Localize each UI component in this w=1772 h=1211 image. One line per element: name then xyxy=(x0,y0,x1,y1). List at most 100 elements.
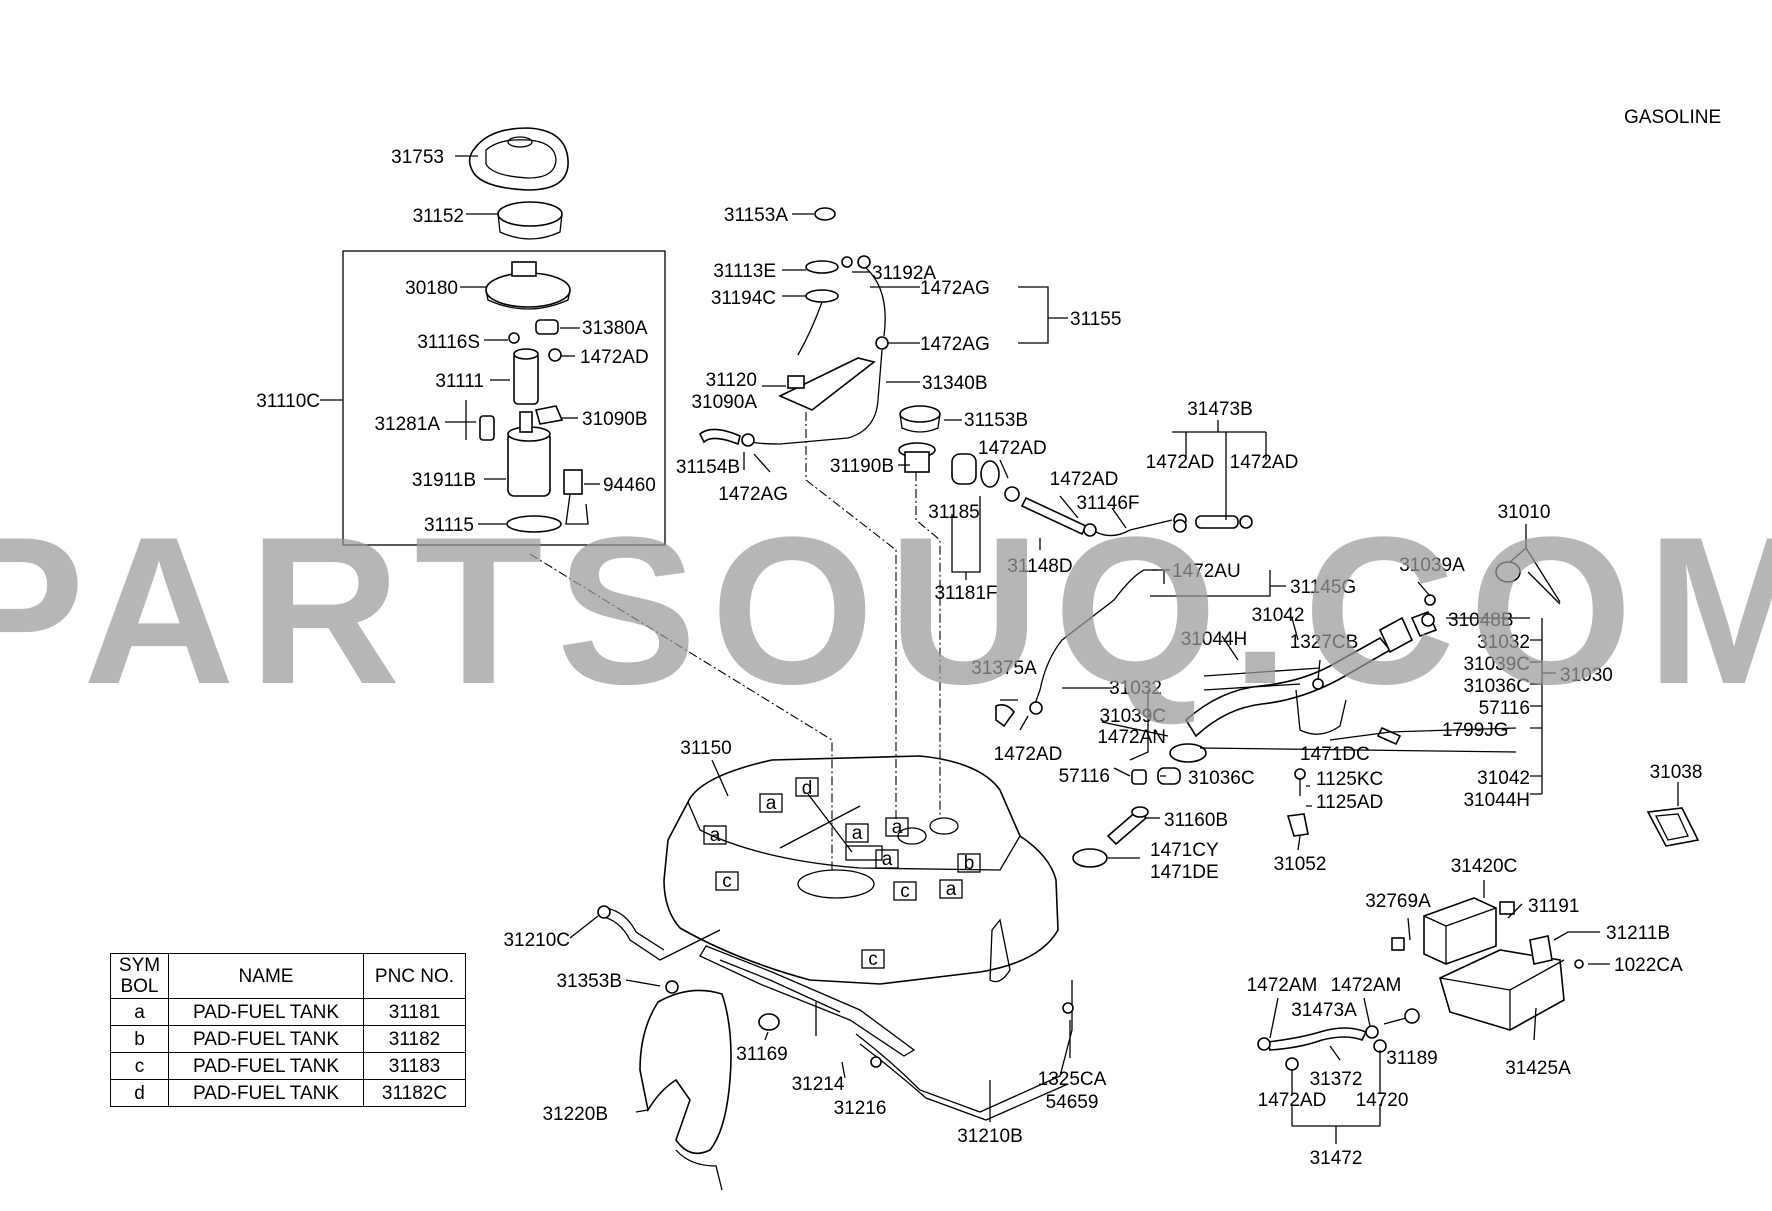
label-31169: 31169 xyxy=(736,1044,787,1065)
label-31010: 31010 xyxy=(1498,502,1551,523)
label-31190B: 31190B xyxy=(830,456,894,477)
legend-header-row: SYM BOL NAME PNC NO. xyxy=(110,953,466,999)
legend-name: PAD-FUEL TANK xyxy=(168,1079,364,1107)
pad-label-a: a xyxy=(710,825,721,846)
part-31150-fuel-tank xyxy=(663,755,1059,985)
legend-header-name: NAME xyxy=(168,953,364,999)
label-31340B: 31340B xyxy=(922,373,988,394)
part-31145G-vent-line xyxy=(1031,569,1158,713)
legend-header-pnc: PNC NO. xyxy=(363,953,466,999)
label-31116S: 31116S xyxy=(417,332,480,353)
part-57116-31036C xyxy=(1131,767,1181,785)
label-31191: 31191 xyxy=(1528,896,1579,917)
label-31911B: 31911B xyxy=(412,470,476,491)
label-31030: 31030 xyxy=(1560,665,1613,686)
part-31148D-31146F-hoses xyxy=(1020,496,1187,537)
part-31111-fuel-pump xyxy=(513,348,562,405)
label-31039C: 31039C xyxy=(1099,706,1166,727)
label-1799JG: 1799JG xyxy=(1442,720,1509,741)
label-31375A: 31375A xyxy=(971,658,1037,679)
part-31010-fuel-cap xyxy=(1495,561,1561,605)
part-31753-gasket xyxy=(468,127,569,191)
legend-name: PAD-FUEL TANK xyxy=(168,1025,364,1053)
label-31380A: 31380A xyxy=(582,318,648,339)
legend-header-symbol: SYM BOL xyxy=(110,953,169,999)
label-31281A: 31281A xyxy=(374,414,440,435)
label-31189: 31189 xyxy=(1386,1048,1437,1069)
label-31048B: 31048B xyxy=(1448,610,1514,631)
label-31185: 31185 xyxy=(928,502,979,523)
label-32769A: 32769A xyxy=(1365,891,1431,912)
pad-label-b: b xyxy=(964,853,975,874)
label-31153A: 31153A xyxy=(724,205,788,226)
title-label: GASOLINE xyxy=(1624,107,1721,128)
label-31115: 31115 xyxy=(424,515,474,536)
part-31353B-clip xyxy=(665,980,679,994)
legend-pnc: 31182 xyxy=(363,1025,466,1053)
label-54659: 54659 xyxy=(1046,1092,1099,1113)
label-31044H: 31044H xyxy=(1181,629,1248,650)
part-1125KC-31052 xyxy=(1286,768,1309,837)
watermark: PARTSOUQ.COM xyxy=(0,493,1772,728)
pad-label-a: a xyxy=(766,793,777,814)
label-1472AG: 1472AG xyxy=(920,278,990,299)
pad-label-a: a xyxy=(852,823,863,844)
label-31160B: 31160B xyxy=(1164,810,1228,831)
label-94460: 94460 xyxy=(603,475,656,496)
label-31181F: 31181F xyxy=(934,583,997,604)
part-31473A-31372-hoses xyxy=(1257,1025,1387,1071)
label-31472: 31472 xyxy=(1310,1148,1363,1169)
part-31425A-bracket xyxy=(1439,935,1565,1031)
pad-label-a: a xyxy=(892,817,903,838)
label-31145G: 31145G xyxy=(1290,577,1356,598)
label-1472AD: 1472AD xyxy=(1258,1090,1327,1111)
label-31210B: 31210B xyxy=(957,1126,1023,1147)
label-31210C: 31210C xyxy=(503,930,570,951)
pad-label-c: c xyxy=(900,881,910,902)
part-31153B-31190B xyxy=(898,405,941,473)
label-31111: 31111 xyxy=(435,371,484,392)
label-31044H: 31044H xyxy=(1463,790,1530,811)
legend-symbol: a xyxy=(110,998,169,1026)
part-31115-o-ring xyxy=(506,515,562,533)
pad-label-c: c xyxy=(868,949,878,970)
legend-table: SYM BOL NAME PNC NO. a PAD-FUEL TANK 311… xyxy=(110,953,466,1107)
label-1472AD: 1472AD xyxy=(994,744,1063,765)
label-1472AN: 1472AN xyxy=(1097,727,1166,748)
label-31473A: 31473A xyxy=(1291,1000,1357,1021)
label-31425A: 31425A xyxy=(1505,1058,1571,1079)
label-31420C: 31420C xyxy=(1451,856,1518,877)
part-31473B-hose xyxy=(1173,515,1253,533)
leader-lines xyxy=(320,155,1679,1144)
part-31152-lock-ring xyxy=(497,201,563,240)
part-31113E-valve xyxy=(797,256,853,356)
label-1125AD: 1125AD xyxy=(1316,792,1383,813)
label-31372: 31372 xyxy=(1310,1069,1363,1090)
label-1327CB: 1327CB xyxy=(1290,632,1359,653)
legend-pnc: 31183 xyxy=(363,1052,466,1080)
part-31189-clamp xyxy=(1404,1008,1420,1024)
part-1325CA-bolt xyxy=(1062,1002,1074,1014)
label-31473B: 31473B xyxy=(1187,399,1253,420)
label-31353B: 31353B xyxy=(556,971,622,992)
label-31146F: 31146F xyxy=(1076,493,1139,514)
part-31214-protector xyxy=(699,945,916,1057)
part-31038-gasket xyxy=(1646,807,1700,847)
label-31220B: 31220B xyxy=(542,1104,608,1125)
label-31032: 31032 xyxy=(1109,678,1162,699)
pad-label-a: a xyxy=(882,849,893,870)
label-1471DC: 1471DC xyxy=(1300,744,1370,765)
label-31211B: 31211B xyxy=(1606,923,1670,944)
label-31155: 31155 xyxy=(1070,309,1121,330)
label-31110C: 31110C xyxy=(256,391,320,412)
label-31216: 31216 xyxy=(834,1098,887,1119)
part-31155-hose-assembly xyxy=(751,255,889,445)
part-31380A-connector xyxy=(508,319,559,344)
label-31150: 31150 xyxy=(680,738,731,759)
pad-label-a: a xyxy=(946,879,957,900)
legend-row: a PAD-FUEL TANK 31181 xyxy=(110,998,466,1026)
part-31911B-filter xyxy=(507,411,551,497)
label-31036C: 31036C xyxy=(1188,768,1255,789)
label-31154B: 31154B xyxy=(676,457,740,478)
label-31032: 31032 xyxy=(1477,632,1530,653)
